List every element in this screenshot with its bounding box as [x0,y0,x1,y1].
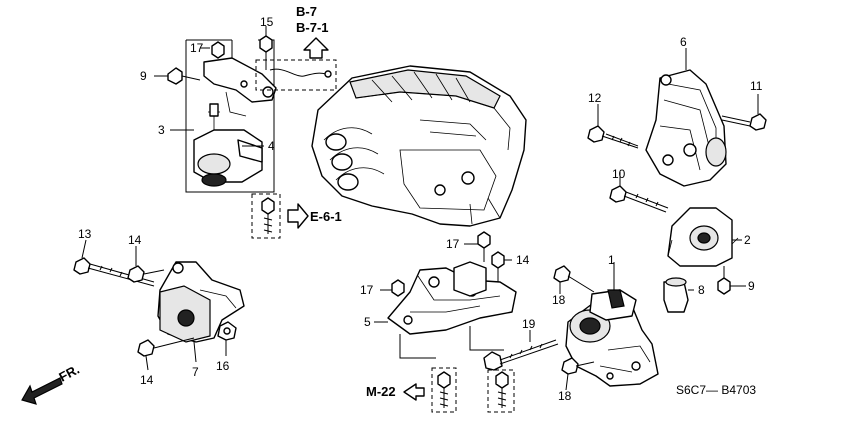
callout-1: 1 [608,253,615,267]
callout-6: 6 [680,35,687,49]
transmission-mount-group [483,262,659,391]
upper-left-mount-group [154,26,337,239]
reference-arrow-right [287,203,309,229]
ref-b7-1: B-7-1 [296,20,329,35]
callout-13: 13 [78,227,92,241]
callout-10: 10 [612,167,626,181]
center-bracket-group [374,231,517,413]
callout-4: 4 [268,139,275,153]
ref-b7: B-7 [296,4,317,19]
callout-12: 12 [588,91,602,105]
ref-m22: M-22 [366,384,396,399]
callout-3: 3 [158,123,165,137]
callout-18-lower: 18 [558,389,572,403]
front-mount-group [73,239,245,371]
callout-14-upper: 14 [128,233,142,247]
callout-9-right: 9 [748,279,755,293]
upper-right-mount-group [587,48,767,187]
reference-arrow-up [303,37,329,59]
callout-19: 19 [522,317,536,331]
callout-18-upper: 18 [552,293,566,307]
front-direction-arrow-icon [21,377,63,405]
callout-17-left: 17 [360,283,374,297]
callout-15: 15 [260,15,274,29]
diagram-code: S6C7— B4703 [676,383,756,397]
callout-7: 7 [192,365,199,379]
callout-9-left: 9 [140,69,147,83]
rear-mount-group [609,172,746,313]
callout-14-center: 14 [516,253,530,267]
callout-17-center: 17 [446,237,460,251]
callout-2: 2 [744,233,751,247]
callout-5: 5 [364,315,371,329]
reference-arrow-left [403,383,425,401]
callout-8: 8 [698,283,705,297]
engine-assembly-illustration [311,65,527,227]
callout-14-lower: 14 [140,373,154,387]
callout-11: 11 [750,79,763,93]
callout-17-upper: 17 [190,41,204,55]
ref-e6-1: E-6-1 [310,209,342,224]
callout-16: 16 [216,359,230,373]
